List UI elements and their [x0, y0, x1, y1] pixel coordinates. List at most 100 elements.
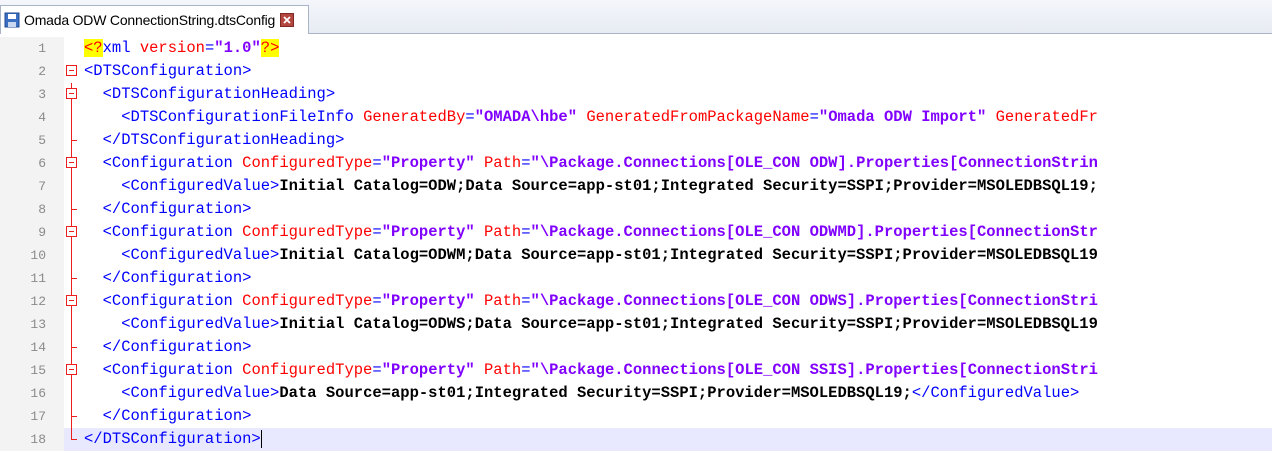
line-number: 11	[0, 267, 46, 290]
token-tag: =	[372, 154, 382, 172]
token-tag: =	[521, 223, 531, 241]
margin	[46, 221, 64, 244]
code-text: </DTSConfigurationHeading>	[84, 129, 345, 152]
token-val: "Property"	[381, 154, 475, 172]
fold-end	[64, 267, 82, 290]
code-line[interactable]: 9 <Configuration ConfiguredType="Propert…	[0, 221, 1272, 244]
margin	[46, 428, 64, 451]
code-line[interactable]: 17 </Configuration>	[0, 405, 1272, 428]
token-tag: <ConfiguredValue>	[121, 384, 280, 402]
fold-end	[64, 428, 82, 451]
fold-toggle-icon[interactable]	[64, 290, 82, 313]
margin	[46, 290, 64, 313]
line-number: 6	[0, 152, 46, 175]
line-number: 10	[0, 244, 46, 267]
token-tag: <DTSConfigurationHeading>	[102, 85, 336, 103]
token-val: "1.0"	[214, 39, 261, 57]
token-tag: =	[372, 361, 382, 379]
code-line[interactable]: 11 </Configuration>	[0, 267, 1272, 290]
fold-toggle-icon[interactable]	[64, 221, 82, 244]
code-line[interactable]: 8 </Configuration>	[0, 198, 1272, 221]
token-txt: Data Source=app-st01;Integrated Security…	[279, 384, 912, 402]
token-tag: =	[204, 39, 215, 57]
fold-end	[64, 198, 82, 221]
code-line[interactable]: 3 <DTSConfigurationHeading>	[0, 83, 1272, 106]
code-text: <DTSConfiguration>	[84, 60, 251, 83]
code-line[interactable]: 6 <Configuration ConfiguredType="Propert…	[0, 152, 1272, 175]
line-number: 4	[0, 106, 46, 129]
token-tag: =	[521, 361, 531, 379]
token-tag: <DTSConfigurationFileInfo	[121, 108, 364, 126]
token-val: "\Package.Connections[OLE_CON ODWMD].Pro…	[530, 223, 1098, 241]
code-editor[interactable]: 1<?xml version="1.0"?>2<DTSConfiguration…	[0, 37, 1272, 460]
fold-toggle-icon[interactable]	[64, 359, 82, 382]
line-number: 7	[0, 175, 46, 198]
fold-end	[64, 336, 82, 359]
code-line[interactable]: 10 <ConfiguredValue>Initial Catalog=ODWM…	[0, 244, 1272, 267]
code-line[interactable]: 7 <ConfiguredValue>Initial Catalog=ODW;D…	[0, 175, 1272, 198]
line-number: 9	[0, 221, 46, 244]
token-tag: <DTSConfiguration>	[84, 62, 252, 80]
fold-toggle-icon[interactable]	[64, 83, 82, 106]
fold-end	[64, 405, 82, 428]
token-val: "Property"	[381, 292, 475, 310]
close-icon[interactable]	[280, 13, 295, 27]
code-line[interactable]: 18</DTSConfiguration>	[0, 428, 1272, 451]
code-text: <DTSConfigurationFileInfo GeneratedBy= "O…	[84, 106, 1098, 129]
token-tag: =	[521, 154, 531, 172]
token-attr: ConfiguredType	[242, 154, 373, 172]
code-line[interactable]: 1<?xml version="1.0"?>	[0, 37, 1272, 60]
token-tag: =	[372, 292, 382, 310]
line-number: 17	[0, 405, 46, 428]
fold-line	[64, 313, 82, 336]
code-text: <Configuration ConfiguredType="Property"…	[84, 152, 1098, 175]
code-line[interactable]: 5 </DTSConfigurationHeading>	[0, 129, 1272, 152]
line-number: 5	[0, 129, 46, 152]
token-tag: </Configuration>	[102, 200, 252, 218]
code-line[interactable]: 4 <DTSConfigurationFileInfo GeneratedBy=…	[0, 106, 1272, 129]
token-attr: ConfiguredType	[242, 223, 373, 241]
token-attr: GeneratedFromPackageName	[577, 108, 810, 126]
margin	[46, 37, 64, 60]
token-val: "Property"	[381, 223, 475, 241]
margin	[46, 313, 64, 336]
token-tag: </DTSConfiguration>	[84, 430, 261, 448]
token-tag: <ConfiguredValue>	[121, 315, 280, 333]
token-attr: GeneratedFr	[986, 108, 1098, 126]
token-attr: Path	[474, 223, 522, 241]
tab-title: Omada ODW ConnectionString.dtsConfig	[24, 12, 276, 28]
code-line[interactable]: 12 <Configuration ConfiguredType="Proper…	[0, 290, 1272, 313]
fold-line	[64, 244, 82, 267]
margin	[46, 175, 64, 198]
code-line[interactable]: 16 <ConfiguredValue>Data Source=app-st01…	[0, 382, 1272, 405]
token-attr: version	[139, 39, 205, 57]
code-line[interactable]: 15 <Configuration ConfiguredType="Proper…	[0, 359, 1272, 382]
token-tag: <Configuration	[102, 223, 243, 241]
line-number: 16	[0, 382, 46, 405]
token-val: "\Package.Connections[OLE_CON SSIS].Prop…	[530, 361, 1098, 379]
code-line[interactable]: 2<DTSConfiguration>	[0, 60, 1272, 83]
token-tag: =	[372, 223, 382, 241]
file-tab[interactable]: Omada ODW ConnectionString.dtsConfig	[0, 5, 309, 34]
token-attr: GeneratedBy	[363, 108, 466, 126]
token-tag: =	[465, 108, 475, 126]
margin	[46, 336, 64, 359]
token-val: "\Package.Connections[OLE_CON ODW].Prope…	[530, 154, 1098, 172]
line-number: 14	[0, 336, 46, 359]
fold-line	[64, 382, 82, 405]
margin	[46, 405, 64, 428]
token-attr: Path	[474, 361, 522, 379]
line-number: 13	[0, 313, 46, 336]
token-tag: xml	[102, 39, 140, 57]
fold-toggle-icon[interactable]	[64, 152, 82, 175]
code-line[interactable]: 14 </Configuration>	[0, 336, 1272, 359]
token-val: "Omada ODW Import"	[818, 108, 987, 126]
token-txt: Initial Catalog=ODW;Data Source=app-st01…	[279, 177, 1098, 195]
floppy-disk-icon	[4, 12, 20, 28]
code-line[interactable]: 13 <ConfiguredValue>Initial Catalog=ODWS…	[0, 313, 1272, 336]
fold-toggle-icon[interactable]	[64, 60, 82, 83]
fold-end	[64, 129, 82, 152]
token-tag: =	[521, 292, 531, 310]
margin	[46, 244, 64, 267]
margin	[46, 83, 64, 106]
